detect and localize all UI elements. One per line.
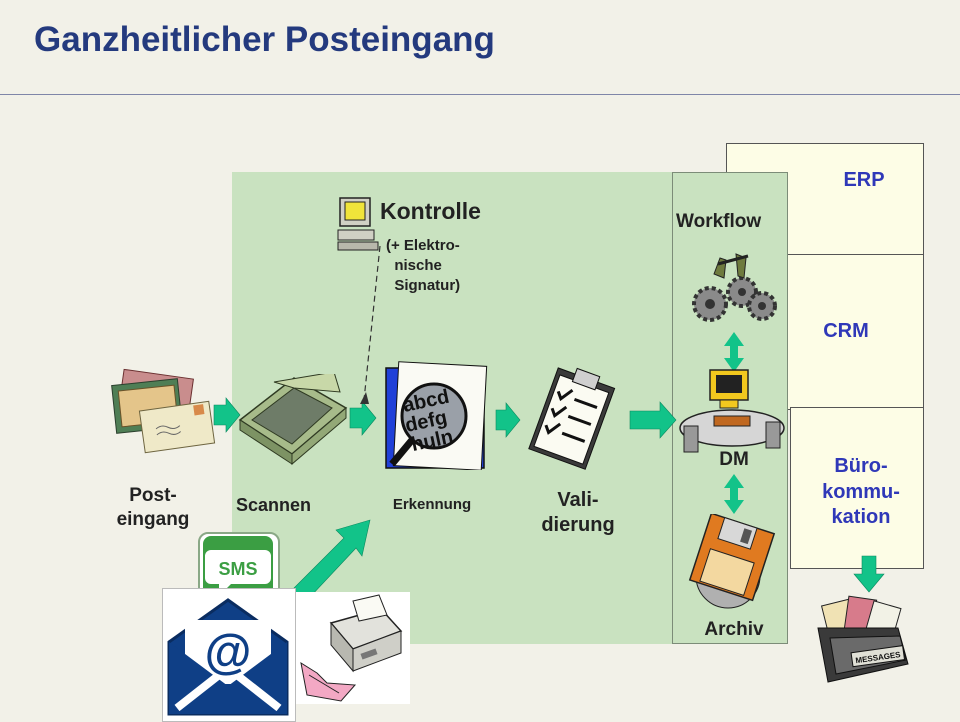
label-workflow: Workflow (676, 211, 762, 232)
kontrolle-dashed-line (363, 245, 381, 401)
fax-machine-icon (300, 594, 403, 702)
arrow-right-icon (495, 402, 521, 438)
computer-icon (337, 197, 379, 251)
label-kontrolle: Kontrolle (380, 198, 481, 224)
email-envelope-icon: @ (167, 598, 289, 716)
label-erp: ERP (843, 169, 885, 191)
arrow-right-icon (349, 400, 377, 436)
title-divider (0, 94, 960, 95)
gears-icon (692, 253, 777, 322)
envelopes-icon (111, 368, 216, 454)
magnifier-icon: abcd defg huln (385, 361, 488, 470)
sms-icon: SMS (203, 536, 273, 604)
label-kontrolle-note: (+ Elektro- nische Signatur) (386, 237, 461, 294)
label-archiv: Archiv (704, 619, 764, 640)
label-validierung: Vali- dierung (541, 489, 615, 536)
sms-label: SMS (218, 559, 257, 579)
label-erkennung: Erkennung (392, 496, 472, 513)
at-sign-label: @ (205, 626, 252, 679)
scanner-icon (238, 374, 348, 466)
label-dm: DM (719, 449, 749, 470)
arrow-right-icon (213, 397, 241, 433)
double-arrow-icon (724, 332, 744, 372)
arrow-right-icon (629, 401, 677, 439)
label-crm: CRM (823, 320, 869, 342)
messages-inbox-icon: MESSAGES (817, 595, 909, 683)
label-scannen: Scannen (236, 495, 312, 515)
dm-desk-computer-icon (679, 369, 785, 453)
label-posteingang: Post- eingang (116, 485, 190, 530)
label-buero: Büro- kommu- kation (822, 455, 900, 529)
double-arrow-icon (724, 474, 744, 514)
buero-box (790, 407, 924, 569)
slide-title: Ganzheitlicher Posteingang (34, 20, 495, 59)
floppy-archive-icon (688, 514, 776, 609)
clipboard-icon (528, 367, 616, 470)
arrow-down-icon (853, 555, 885, 593)
